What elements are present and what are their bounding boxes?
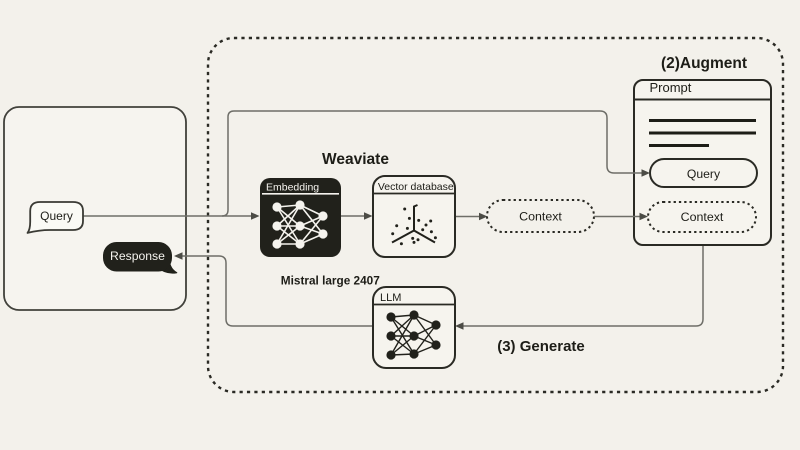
svg-text:Query: Query: [40, 209, 73, 223]
svg-text:(2)Augment: (2)Augment: [661, 55, 747, 72]
svg-text:Prompt: Prompt: [650, 80, 692, 95]
svg-text:Query: Query: [687, 167, 721, 181]
svg-text:Weaviate: Weaviate: [322, 151, 389, 168]
svg-text:Embedding: Embedding: [266, 182, 319, 194]
svg-text:Context: Context: [519, 210, 562, 224]
svg-text:LLM: LLM: [380, 292, 401, 304]
svg-text:Response: Response: [110, 249, 165, 263]
svg-text:Mistral large 2407: Mistral large 2407: [281, 274, 380, 288]
svg-text:Vector database: Vector database: [378, 181, 454, 193]
svg-text:(3) Generate: (3) Generate: [497, 338, 585, 355]
svg-text:Context: Context: [681, 210, 724, 224]
